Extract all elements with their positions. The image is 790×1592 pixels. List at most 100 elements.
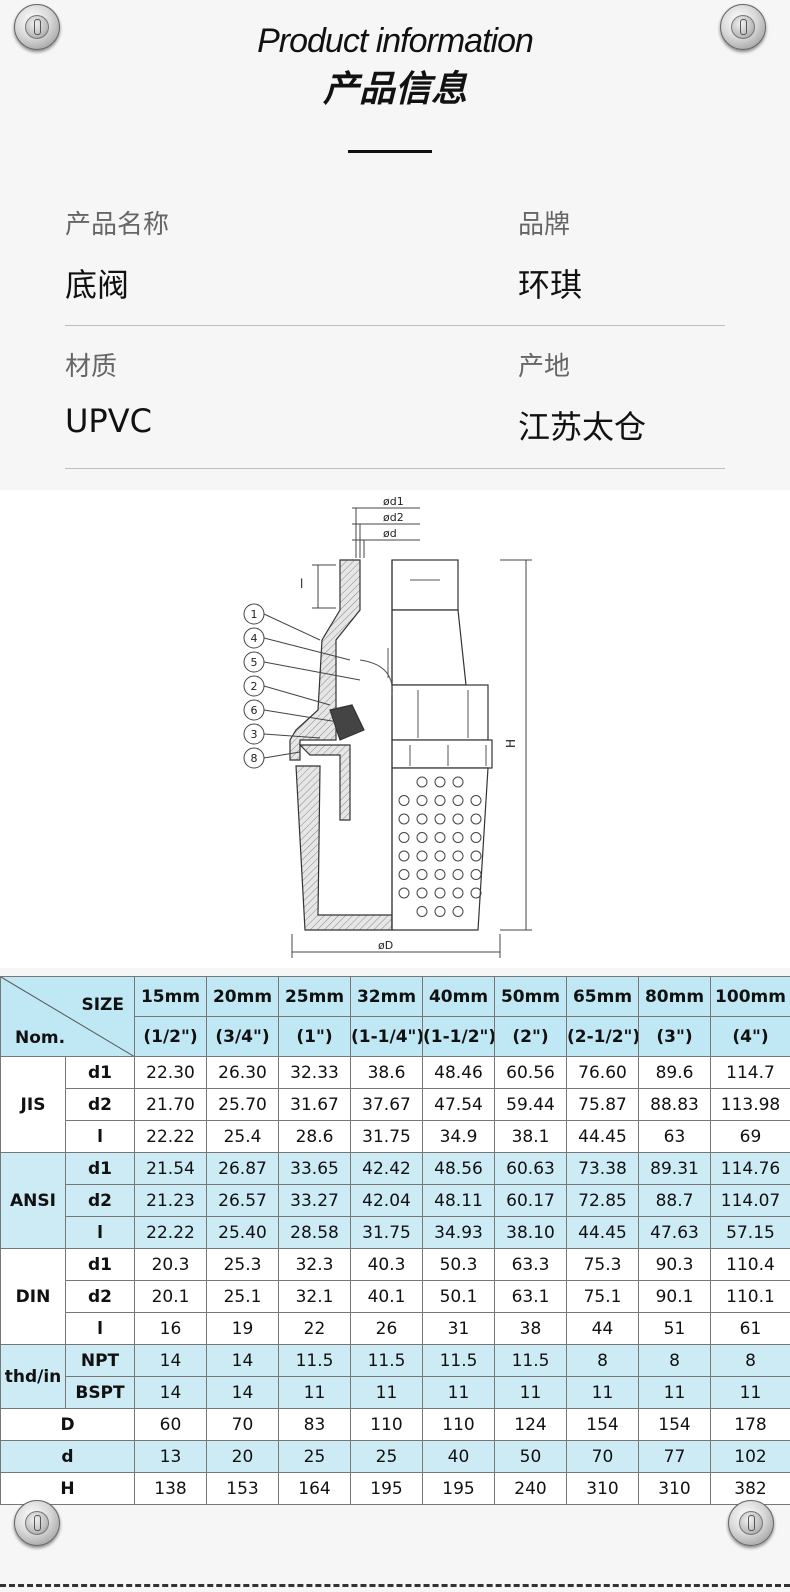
table-cell: 63.3 (494, 1248, 567, 1281)
table-cell: 63.1 (494, 1280, 567, 1313)
product-name-value: 底阀 (65, 266, 130, 304)
table-cell: 89.6 (638, 1056, 711, 1089)
standard-group-label: JIS (0, 1056, 66, 1153)
table-cell: 28.6 (278, 1120, 351, 1153)
table-cell: 14 (134, 1344, 207, 1377)
table-cell: 11 (710, 1376, 790, 1409)
table-cell: 195 (350, 1472, 423, 1505)
size-mm-header: 20mm (206, 976, 279, 1017)
table-cell: 31 (422, 1312, 495, 1345)
table-cell: 25 (278, 1440, 351, 1473)
table-cell: 61 (710, 1312, 790, 1345)
table-cell: 50.1 (422, 1280, 495, 1313)
callout-bubble (243, 675, 265, 697)
table-cell: 44 (566, 1312, 639, 1345)
callout-number: 4 (251, 632, 258, 645)
strainer-hole (470, 795, 482, 806)
table-cell: 34.93 (422, 1216, 495, 1249)
table-cell: 11.5 (278, 1344, 351, 1377)
table-cell: 28.58 (278, 1216, 351, 1249)
table-cell: 38.1 (494, 1120, 567, 1153)
dimension-label: BSPT (65, 1376, 135, 1409)
table-cell: 25.40 (206, 1216, 279, 1249)
size-mm-header: 65mm (566, 976, 639, 1017)
table-cell: 114.7 (710, 1056, 790, 1089)
table-cell: 14 (206, 1344, 279, 1377)
brand-label: 品牌 (518, 210, 571, 240)
callout-leader (263, 613, 321, 641)
callout-number: 5 (251, 656, 258, 669)
table-cell: 25.1 (206, 1280, 279, 1313)
callout-number: 3 (251, 728, 258, 741)
callout-bubble (243, 723, 265, 745)
table-cell: 63 (638, 1120, 711, 1153)
dimension-label: d2 (65, 1280, 135, 1313)
strainer-hole (434, 776, 446, 788)
callout-number: 6 (251, 704, 258, 717)
size-inch-header: (1/2") (134, 1016, 207, 1057)
table-cell: 60.63 (494, 1152, 567, 1185)
table-cell: 77 (638, 1440, 711, 1473)
table-cell: 38.10 (494, 1216, 567, 1249)
table-cell: 48.46 (422, 1056, 495, 1089)
table-cell: 310 (638, 1472, 711, 1505)
table-cell: 19 (206, 1312, 279, 1345)
table-cell: 110 (350, 1408, 423, 1441)
strainer-hole (452, 776, 464, 788)
table-cell: 25.70 (206, 1088, 279, 1121)
dimension-label: d2 (65, 1184, 135, 1217)
callout-number: 8 (251, 752, 258, 765)
corner-screw-icon (728, 1500, 774, 1546)
dimension-label: d1 (65, 1248, 135, 1281)
table-cell: 72.85 (566, 1184, 639, 1217)
table-cell: 34.9 (422, 1120, 495, 1153)
table-cell: 73.38 (566, 1152, 639, 1185)
strainer-hole (398, 795, 410, 806)
table-cell: 33.27 (278, 1184, 351, 1217)
corner-screw-icon (720, 4, 766, 50)
strainer-hole (434, 832, 446, 843)
strainer-hole (416, 795, 428, 806)
table-cell: 11.5 (422, 1344, 495, 1377)
dim-d-label: ød (383, 527, 397, 540)
table-cell: 26.87 (206, 1152, 279, 1185)
strainer-hole (470, 887, 482, 899)
table-cell: 70 (566, 1440, 639, 1473)
table-cell: 11.5 (494, 1344, 567, 1377)
table-cell: 48.56 (422, 1152, 495, 1185)
dimension-label: l (65, 1216, 135, 1249)
strainer-hole (434, 906, 446, 917)
size-inch-header: (4") (710, 1016, 790, 1057)
strainer-hole (416, 887, 428, 899)
strainer-hole (452, 887, 464, 899)
table-cell: 11 (422, 1376, 495, 1409)
table-cell: 164 (278, 1472, 351, 1505)
callout-leader (263, 637, 351, 661)
strainer-hole (398, 887, 410, 899)
size-mm-header: 40mm (422, 976, 495, 1017)
table-cell: 75.3 (566, 1248, 639, 1281)
brand-value: 环琪 (518, 266, 583, 304)
table-cell: 22 (278, 1312, 351, 1345)
strainer-hole (416, 776, 428, 788)
table-cell: 32.33 (278, 1056, 351, 1089)
table-cell: 42.42 (350, 1152, 423, 1185)
table-cell: 38.6 (350, 1056, 423, 1089)
size-mm-header: 25mm (278, 976, 351, 1017)
table-cell: 60 (134, 1408, 207, 1441)
dim-l-label: l (300, 577, 303, 591)
table-cell: 20.3 (134, 1248, 207, 1281)
table-cell: 33.65 (278, 1152, 351, 1185)
table-cell: 178 (710, 1408, 790, 1441)
dimension-label: d2 (65, 1088, 135, 1121)
size-header: SIZE (81, 995, 124, 1015)
table-cell: 382 (710, 1472, 790, 1505)
table-cell: 76.60 (566, 1056, 639, 1089)
